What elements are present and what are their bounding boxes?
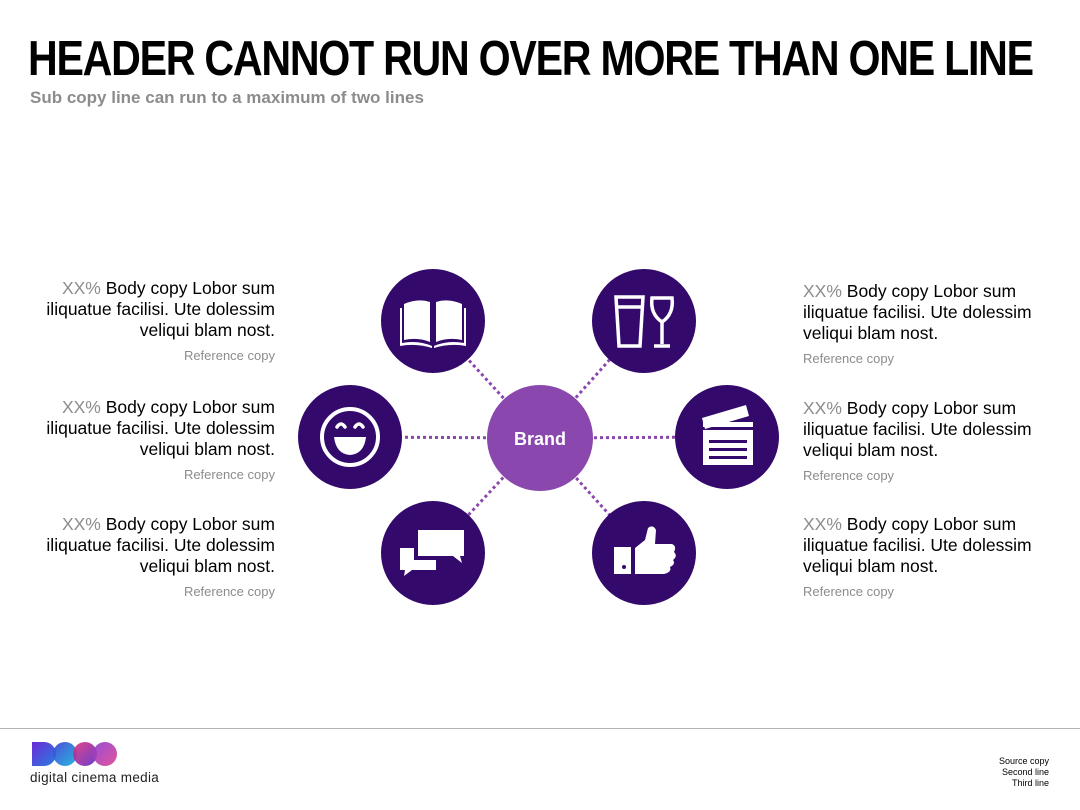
brand-node [487, 385, 593, 491]
stat-block-5: XX% Body copy Lobor sum iliquatue facili… [803, 398, 1038, 486]
stat-body: Body copy Lobor sum iliquatue facilisi. … [803, 514, 1032, 576]
stat-body: Body copy Lobor sum iliquatue facilisi. … [46, 514, 275, 576]
dcm-logo-icon [32, 742, 117, 766]
stat-percent: XX% [803, 281, 842, 301]
stat-block-1: XX% Body copy Lobor sum iliquatue facili… [40, 278, 275, 366]
page-subtitle: Sub copy line can run to a maximum of tw… [30, 88, 424, 107]
thumbs-up-node [592, 501, 696, 605]
stat-block-2: XX% Body copy Lobor sum iliquatue facili… [40, 397, 275, 485]
stat-percent: XX% [61, 514, 101, 534]
stat-block-3: XX% Body copy Lobor sum iliquatue facili… [40, 514, 275, 602]
source-line: Third line [1011, 778, 1049, 788]
stat-reference: Reference copy [183, 584, 275, 599]
source-line: Second line [1001, 767, 1049, 777]
clapperboard-node [675, 385, 779, 489]
brand-label: Brand [514, 429, 566, 449]
stat-percent: XX% [803, 398, 842, 418]
chat-bubbles-icon [400, 530, 464, 576]
book-icon [400, 300, 466, 348]
thumbs-up-icon [614, 526, 676, 574]
smiley-node [298, 385, 402, 489]
source-copy: Source copy Second line Third line [999, 756, 1049, 789]
stat-percent: XX% [61, 397, 101, 417]
stat-reference: Reference copy [183, 467, 275, 482]
clapperboard-icon [702, 405, 753, 465]
stat-body: Body copy Lobor sum iliquatue facilisi. … [803, 398, 1032, 460]
book-node [381, 269, 485, 373]
chat-node [381, 501, 485, 605]
stat-body: Body copy Lobor sum iliquatue facilisi. … [46, 397, 275, 459]
footer-divider [0, 728, 1080, 729]
stat-body: Body copy Lobor sum iliquatue facilisi. … [803, 281, 1032, 343]
stat-block-4: XX% Body copy Lobor sum iliquatue facili… [803, 281, 1038, 369]
stat-reference: Reference copy [803, 584, 895, 599]
stat-reference: Reference copy [803, 468, 895, 483]
source-line: Source copy [998, 756, 1049, 766]
stat-reference: Reference copy [183, 348, 275, 363]
smiley-icon [320, 407, 380, 467]
stat-block-6: XX% Body copy Lobor sum iliquatue facili… [803, 514, 1038, 602]
stat-body: Body copy Lobor sum iliquatue facilisi. … [46, 278, 275, 340]
logo-text: digital cinema media [30, 770, 160, 785]
stat-reference: Reference copy [803, 351, 895, 366]
drinks-node [592, 269, 696, 373]
stat-percent: XX% [61, 278, 101, 298]
page-title: HEADER CANNOT RUN OVER MORE THAN ONE LIN… [28, 32, 1034, 86]
drinks-icon [614, 295, 675, 348]
stat-percent: XX% [803, 514, 842, 534]
